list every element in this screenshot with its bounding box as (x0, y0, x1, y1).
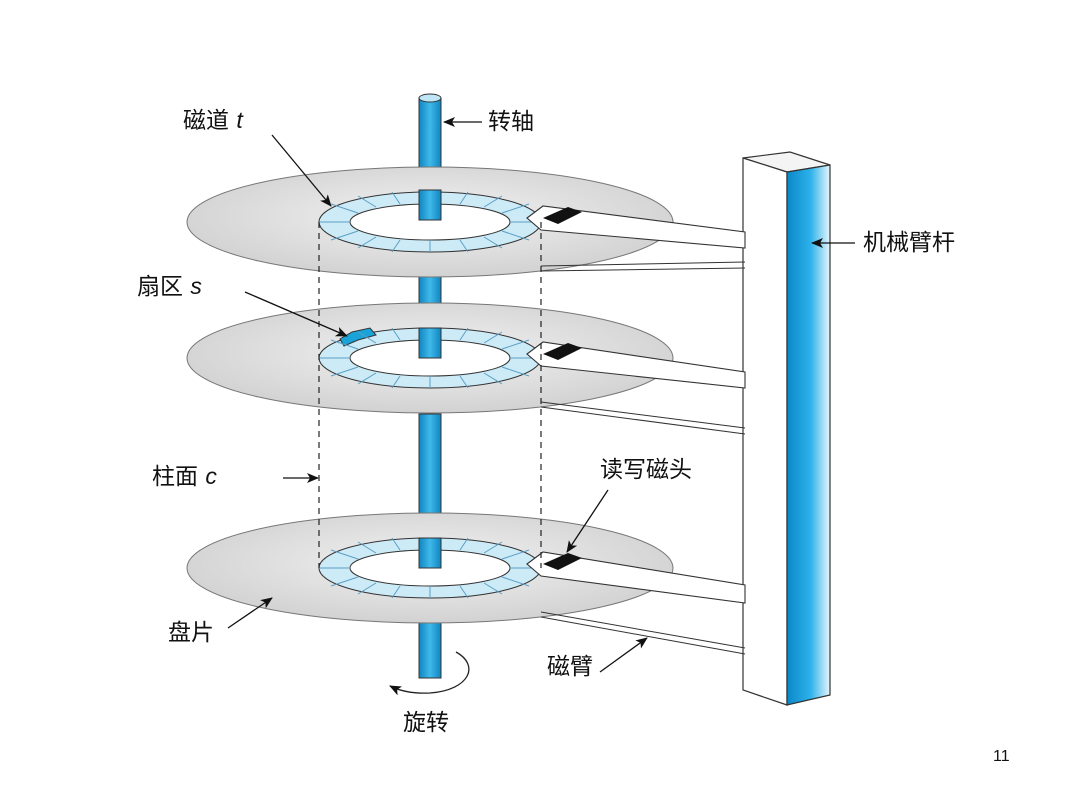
platter-bottom (186, 512, 746, 655)
platter-arrow (227, 597, 273, 629)
spindle-label: 转轴 (488, 109, 534, 135)
arm-assembly-label: 机械臂杆 (863, 230, 955, 256)
sector-arrow (244, 291, 348, 337)
arm-assembly-column (742, 151, 831, 706)
rw-head-label: 读写磁头 (600, 457, 692, 483)
cylinder-outline (318, 222, 542, 568)
platter-label: 盘片 (168, 620, 214, 646)
platter-top (186, 166, 746, 278)
rotation-label: 旋转 (403, 710, 449, 736)
cylinder-label: 柱面 c (152, 463, 217, 490)
track-label: 磁道 t (183, 107, 243, 134)
label-arrows (227, 117, 855, 673)
page-number: 11 (993, 748, 1010, 765)
arm-label: 磁臂 (547, 654, 593, 680)
sector-label: 扇区 s (137, 273, 202, 300)
platter-middle (186, 302, 746, 435)
rotation-arrow (389, 651, 470, 696)
rw-head-arrow (566, 489, 609, 553)
arm-arrow (599, 637, 648, 673)
track-arrow (271, 134, 332, 207)
